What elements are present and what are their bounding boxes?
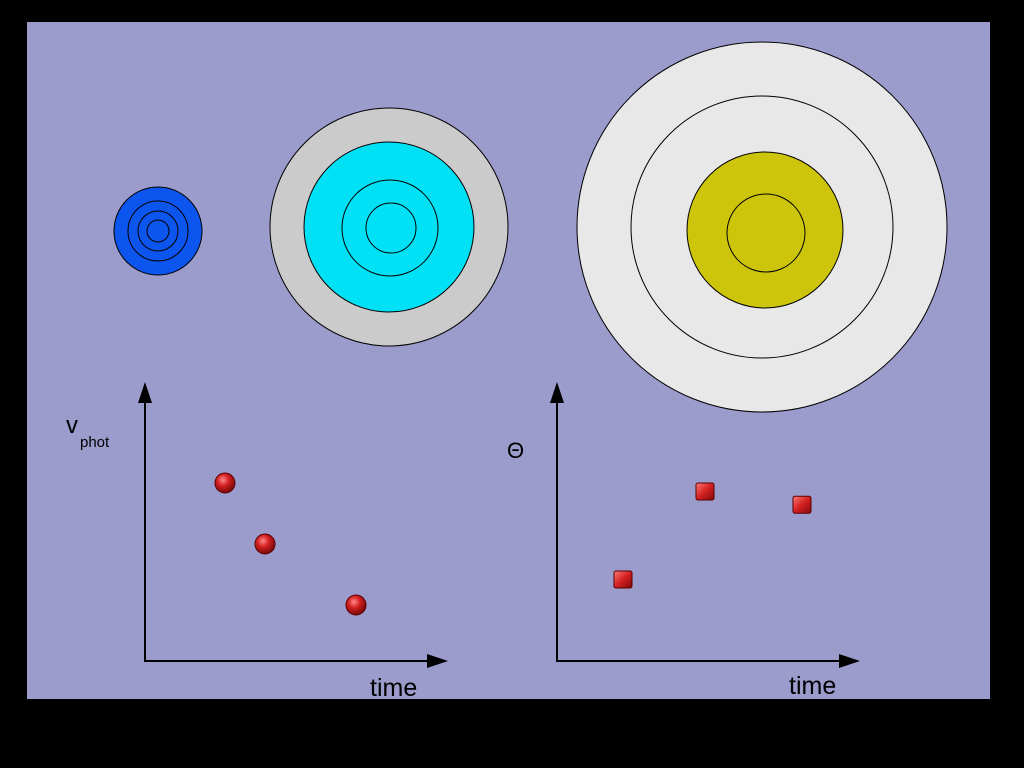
y-axis-label: Θ [507,438,524,463]
sphere-body [113,186,203,276]
data-point [214,472,236,494]
sphere-ring [146,219,170,243]
y-axis-arrowhead [138,382,152,403]
vphot-time-plot: v phot time [66,382,448,702]
sphere-body [686,151,844,309]
data-point [792,495,812,514]
y-axis-arrowhead [550,382,564,403]
x-axis-arrowhead [427,654,448,668]
medium-expanding-sphere [269,107,509,347]
sphere-body [303,141,475,313]
sphere-ring [137,210,179,252]
theta-time-plot: Θ time [507,382,860,700]
data-point [613,570,633,589]
large-expanding-sphere [576,41,948,413]
sphere-ring [127,200,189,262]
y-axis-label: v [66,412,78,439]
y-axis-label-subscript: phot [80,434,110,451]
data-point [695,482,715,501]
x-axis-label: time [789,672,836,700]
data-points [613,482,812,589]
data-points [214,472,367,616]
small-expanding-sphere [113,186,203,276]
data-point [254,533,276,555]
x-axis-arrowhead [839,654,860,668]
sphere-ring [341,179,439,277]
data-point [345,594,367,616]
sphere-ring [726,193,806,273]
sphere-ring [365,202,417,254]
x-axis-label: time [370,674,417,702]
